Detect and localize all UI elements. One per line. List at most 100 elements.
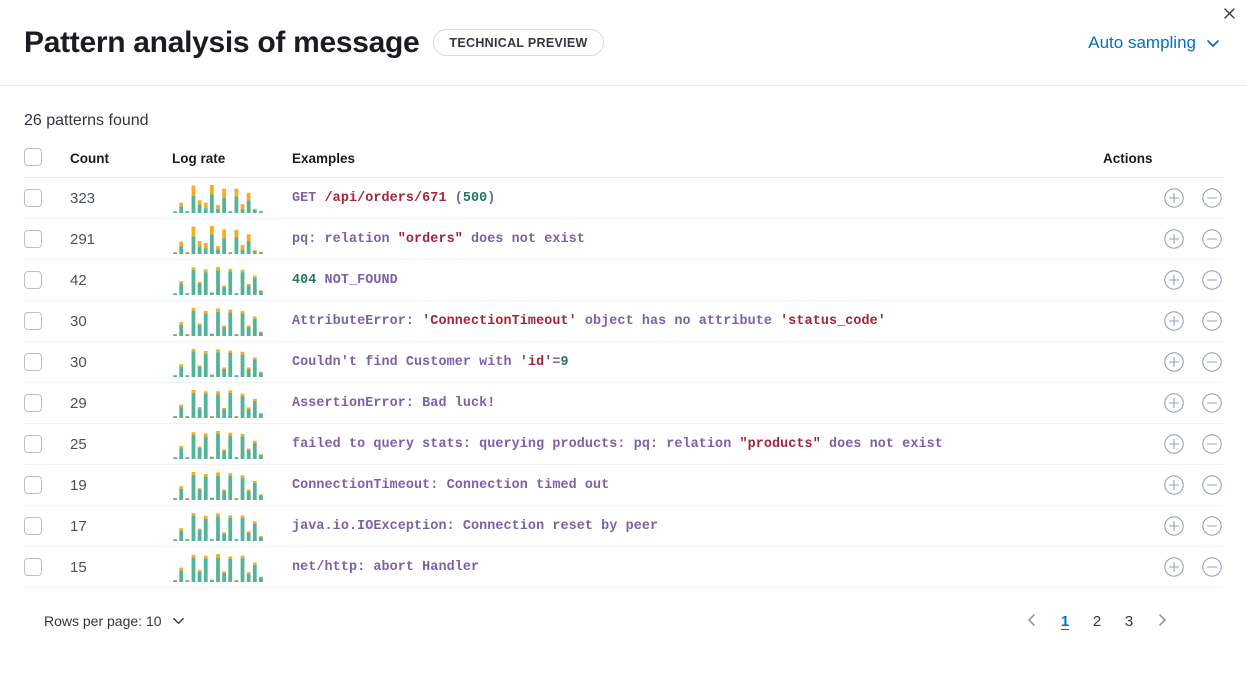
row-count: 30: [70, 341, 172, 383]
row-checkbox[interactable]: [24, 434, 42, 453]
row-checkbox[interactable]: [24, 475, 42, 494]
plus-in-circle-icon[interactable]: [1163, 433, 1185, 455]
dialog-body: 26 patterns found Count Log rate Example…: [0, 86, 1247, 636]
column-header-count[interactable]: Count: [70, 148, 172, 178]
row-example: GET /api/orders/671 (500): [292, 177, 1103, 219]
minus-in-circle-icon[interactable]: [1201, 310, 1223, 332]
row-actions: [1103, 423, 1223, 465]
auto-sampling-label: Auto sampling: [1088, 32, 1196, 52]
row-actions: [1103, 341, 1223, 383]
example-token: 'id': [519, 354, 553, 370]
table-header-row: Count Log rate Examples Actions: [24, 148, 1223, 178]
row-select-cell: [24, 546, 70, 588]
header-right-group: Auto sampling: [1086, 29, 1223, 57]
plus-in-circle-icon[interactable]: [1163, 392, 1185, 414]
plus-in-circle-icon[interactable]: [1163, 269, 1185, 291]
row-example: AssertionError: Bad luck!: [292, 382, 1103, 424]
table-row[interactable]: 25 failed to query stats: querying produc…: [24, 423, 1223, 465]
row-checkbox[interactable]: [24, 557, 42, 576]
row-checkbox[interactable]: [24, 270, 42, 289]
row-checkbox[interactable]: [24, 229, 42, 248]
patterns-found-count: 26 patterns found: [24, 112, 149, 129]
column-header-examples[interactable]: Examples: [292, 148, 1103, 178]
row-example: failed to query stats: querying products…: [292, 423, 1103, 465]
plus-in-circle-icon[interactable]: [1163, 474, 1185, 496]
auto-sampling-dropdown[interactable]: Auto sampling: [1086, 29, 1223, 57]
row-actions: [1103, 464, 1223, 506]
row-actions: [1103, 505, 1223, 547]
chevron-down-icon: [171, 613, 187, 629]
plus-in-circle-icon[interactable]: [1163, 228, 1185, 250]
example-token: /api/orders/671: [324, 190, 447, 206]
example-token: does not exist: [820, 436, 943, 452]
row-checkbox[interactable]: [24, 188, 42, 207]
pagination-prev-button[interactable]: [1017, 606, 1047, 636]
close-button[interactable]: [1216, 2, 1242, 28]
row-checkbox[interactable]: [24, 352, 42, 371]
select-all-checkbox[interactable]: [24, 148, 42, 166]
minus-in-circle-icon[interactable]: [1201, 474, 1223, 496]
table-row[interactable]: 323 GET /api/orders/671 (500): [24, 177, 1223, 219]
row-actions: [1103, 546, 1223, 588]
pagination-page-1[interactable]: 1: [1051, 606, 1079, 636]
chevron-left-icon: [1024, 612, 1040, 631]
plus-in-circle-icon[interactable]: [1163, 187, 1185, 209]
minus-in-circle-icon[interactable]: [1201, 351, 1223, 373]
row-count: 323: [70, 177, 172, 219]
row-example: pq: relation "orders" does not exist: [292, 218, 1103, 260]
row-count: 25: [70, 423, 172, 465]
row-log-rate-sparkline: [172, 218, 292, 260]
example-token: pq: relation: [292, 231, 398, 247]
row-select-cell: [24, 177, 70, 219]
plus-in-circle-icon[interactable]: [1163, 556, 1185, 578]
minus-in-circle-icon[interactable]: [1201, 556, 1223, 578]
row-count: 17: [70, 505, 172, 547]
minus-in-circle-icon[interactable]: [1201, 228, 1223, 250]
minus-in-circle-icon[interactable]: [1201, 269, 1223, 291]
column-header-log-rate[interactable]: Log rate: [172, 148, 292, 178]
row-count: 19: [70, 464, 172, 506]
status-badge: TECHNICAL PREVIEW: [433, 28, 604, 57]
row-checkbox[interactable]: [24, 393, 42, 412]
minus-in-circle-icon[interactable]: [1201, 515, 1223, 537]
rows-per-page-selector[interactable]: Rows per page: 10: [38, 612, 193, 630]
row-example: AttributeError: 'ConnectionTimeout' obje…: [292, 300, 1103, 342]
row-log-rate-sparkline: [172, 505, 292, 547]
row-count: 29: [70, 382, 172, 424]
header-left-group: Pattern analysis of message TECHNICAL PR…: [24, 27, 604, 58]
pagination-page-3[interactable]: 3: [1115, 606, 1143, 636]
minus-in-circle-icon[interactable]: [1201, 187, 1223, 209]
row-checkbox[interactable]: [24, 516, 42, 535]
example-token: 9: [560, 354, 569, 370]
plus-in-circle-icon[interactable]: [1163, 310, 1185, 332]
row-select-cell: [24, 218, 70, 260]
example-token: 'ConnectionTimeout': [422, 313, 577, 329]
row-log-rate-sparkline: [172, 423, 292, 465]
row-log-rate-sparkline: [172, 177, 292, 219]
table-row[interactable]: 29 AssertionError: Bad luck!: [24, 382, 1223, 424]
minus-in-circle-icon[interactable]: [1201, 392, 1223, 414]
minus-in-circle-icon[interactable]: [1201, 433, 1223, 455]
pagination-page-2[interactable]: 2: [1083, 606, 1111, 636]
example-token: AssertionError: Bad luck!: [292, 395, 496, 411]
example-token: GET: [292, 190, 325, 206]
pagination-next-button[interactable]: [1147, 606, 1177, 636]
rows-per-page-label: Rows per page: 10: [44, 613, 162, 629]
plus-in-circle-icon[interactable]: [1163, 351, 1185, 373]
row-checkbox[interactable]: [24, 311, 42, 330]
row-log-rate-sparkline: [172, 300, 292, 342]
plus-in-circle-icon[interactable]: [1163, 515, 1185, 537]
row-select-cell: [24, 259, 70, 301]
example-token: ): [487, 190, 496, 206]
